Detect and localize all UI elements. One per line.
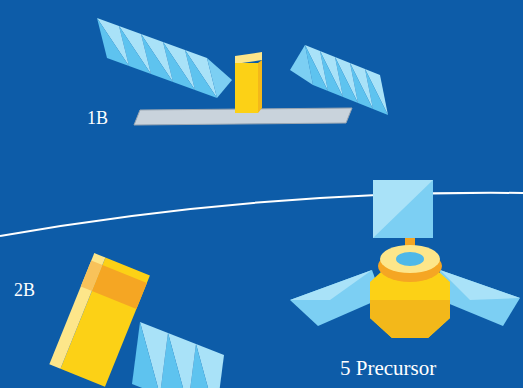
satellite-1b — [97, 18, 388, 125]
satellite-label: 2B — [14, 280, 35, 302]
orbit-line — [0, 193, 523, 236]
solar-cell — [97, 18, 129, 66]
satellite-label: 5 Precursor — [340, 356, 436, 381]
satellite-5-precursor — [290, 180, 520, 338]
solar-cell — [132, 322, 160, 388]
satellite-2b — [49, 253, 224, 388]
satellite-label: 1B — [87, 108, 108, 130]
solar-cell — [97, 18, 129, 66]
